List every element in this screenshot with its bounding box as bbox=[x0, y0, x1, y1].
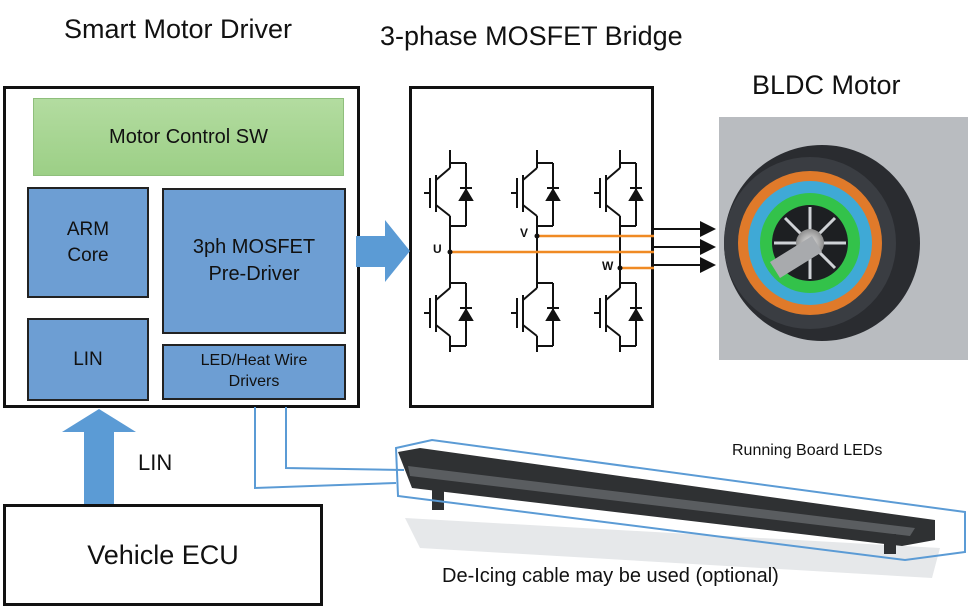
bldc-motor-title: BLDC Motor bbox=[752, 70, 901, 100]
mosfet-bridge-box bbox=[409, 86, 654, 408]
led-wire-2 bbox=[285, 407, 405, 471]
led-wire-1 bbox=[254, 407, 397, 490]
deicing-cable-label: De-Icing cable may be used (optional) bbox=[442, 565, 779, 587]
predriver-label-line2: Pre-Driver bbox=[208, 263, 300, 285]
bldc-motor-image bbox=[719, 117, 968, 360]
phase-w-label: W bbox=[602, 259, 614, 273]
motor-control-sw-block: Motor Control SW bbox=[33, 98, 344, 176]
led-heat-driver-block: LED/Heat Wire Drivers bbox=[162, 344, 346, 400]
phase-w-node bbox=[617, 265, 623, 271]
vehicle-ecu-box: Vehicle ECU bbox=[3, 504, 323, 606]
lin-block-label: LIN bbox=[73, 348, 103, 370]
ecu-to-lin-arrow bbox=[62, 409, 136, 504]
arm-core-block: ARM Core bbox=[27, 187, 149, 298]
phase-u-node bbox=[447, 249, 453, 255]
mosfet-switches bbox=[424, 150, 644, 352]
vehicle-ecu-label: Vehicle ECU bbox=[87, 539, 239, 570]
smart-motor-driver-title: Smart Motor Driver bbox=[64, 14, 293, 44]
lin-block: LIN bbox=[27, 318, 149, 401]
motor-control-sw-label: Motor Control SW bbox=[109, 125, 268, 148]
predriver-label-line1: 3ph MOSFET bbox=[192, 236, 316, 258]
running-board-image bbox=[394, 438, 966, 578]
led-heat-label-line2: Drivers bbox=[228, 373, 280, 390]
led-heat-label-line1: LED/Heat Wire bbox=[200, 352, 308, 370]
arm-core-label-line2: Core bbox=[67, 244, 109, 266]
phase-u-label: U bbox=[433, 242, 442, 256]
arm-core-label-line1: ARM bbox=[66, 218, 110, 240]
driver-to-bridge-arrow bbox=[356, 220, 410, 282]
mosfet-bridge-title: 3-phase MOSFET Bridge bbox=[380, 21, 683, 51]
running-board-leds-label: Running Board LEDs bbox=[732, 442, 883, 459]
predriver-block: 3ph MOSFET Pre-Driver bbox=[162, 188, 346, 334]
phase-v-label: V bbox=[520, 226, 529, 240]
lin-bus-label: LIN bbox=[138, 450, 173, 475]
phase-v-node bbox=[534, 233, 540, 239]
